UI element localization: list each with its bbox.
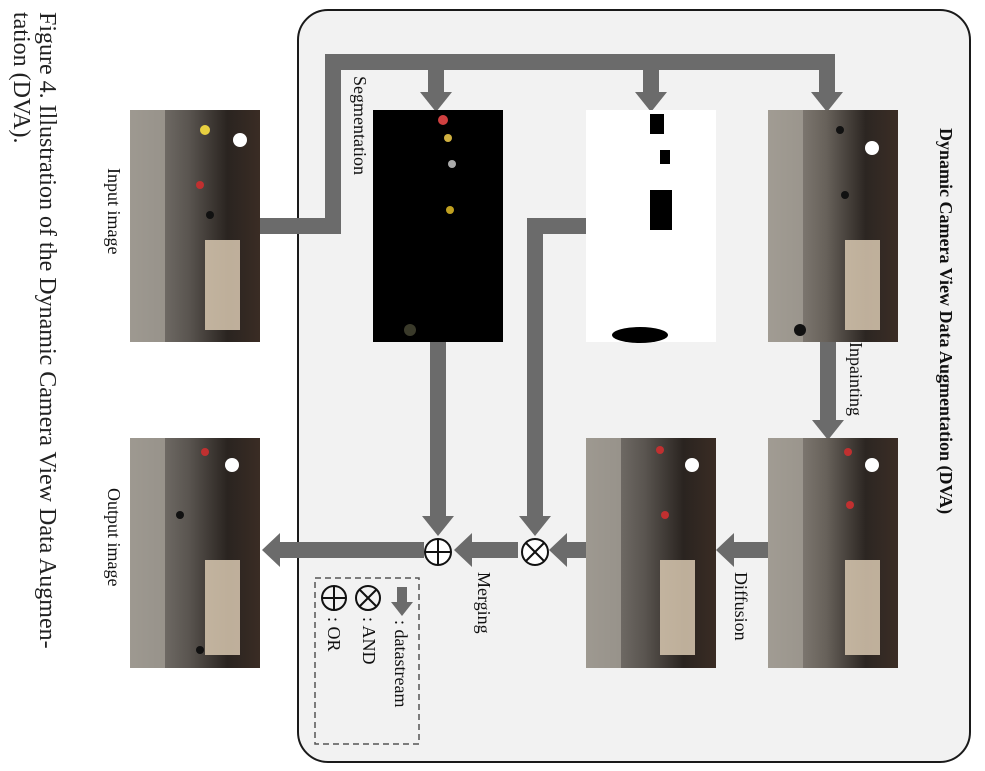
arrow-to-mask-shaft <box>643 54 659 94</box>
arrow-diff-and-head <box>549 533 567 567</box>
caption-line-1: Figure 4. Illustration of the Dynamic Ca… <box>34 12 60 649</box>
panel-title: Dynamic Camera View Data Augmentation (D… <box>935 128 956 514</box>
arrow-to-output-head <box>262 533 280 567</box>
label-merging: Merging <box>474 572 494 634</box>
legend-and-icon <box>355 585 381 611</box>
arrow-and-or-shaft <box>470 542 518 558</box>
input-image <box>130 110 260 342</box>
arrow-input-out <box>260 218 335 234</box>
legend-or-icon <box>321 585 347 611</box>
arrow-and-or-head <box>454 533 472 567</box>
arrow-inpaint-head <box>812 420 844 440</box>
arrow-seg-or-head <box>422 516 454 536</box>
arrow-bus-vertical <box>325 54 341 234</box>
mask-image <box>586 110 716 343</box>
inpainted-image <box>768 438 898 668</box>
caption-line-2: tation (DVA). <box>8 12 34 144</box>
arrow-to-orig-shaft <box>819 54 835 94</box>
arrow-to-seg-head <box>420 92 452 112</box>
diffused-image <box>586 438 716 668</box>
datastream-arrows <box>260 54 844 567</box>
output-image <box>130 438 260 668</box>
arrow-to-mask-head <box>635 92 667 112</box>
or-operator-icon <box>424 538 452 566</box>
arrow-diff-and-shaft <box>565 542 587 558</box>
legend-box <box>314 577 420 745</box>
label-output-image: Output image <box>104 488 124 586</box>
original-image <box>768 110 898 342</box>
arrow-inpaint-shaft <box>820 340 836 422</box>
arrow-diffusion-shaft <box>732 542 770 558</box>
datastream-arrow-icon <box>391 587 413 616</box>
legend-datastream: : datastream <box>391 620 411 707</box>
legend-or: : OR <box>324 617 344 652</box>
arrow-mask-and-v <box>527 218 543 518</box>
arrow-to-orig-head <box>811 92 843 112</box>
arrow-bus-top <box>325 54 835 70</box>
legend: : datastream : AND : OR <box>314 577 420 745</box>
segmentation-image <box>373 110 503 342</box>
figure-caption: Figure 4. Illustration of the Dynamic Ca… <box>8 12 60 649</box>
and-operator-icon <box>521 538 549 566</box>
label-segmentation: Segmentation <box>350 76 370 175</box>
label-diffusion: Diffusion <box>731 572 751 641</box>
legend-and: : AND <box>359 617 379 665</box>
arrow-diffusion-head <box>716 533 734 567</box>
arrow-to-output-shaft <box>278 542 424 558</box>
label-inpainting: Inpainting <box>846 342 866 416</box>
arrow-seg-or-shaft <box>430 338 446 518</box>
arrow-to-seg-shaft <box>428 54 444 94</box>
label-input-image: Input image <box>104 168 124 254</box>
arrow-mask-and-head <box>519 516 551 536</box>
